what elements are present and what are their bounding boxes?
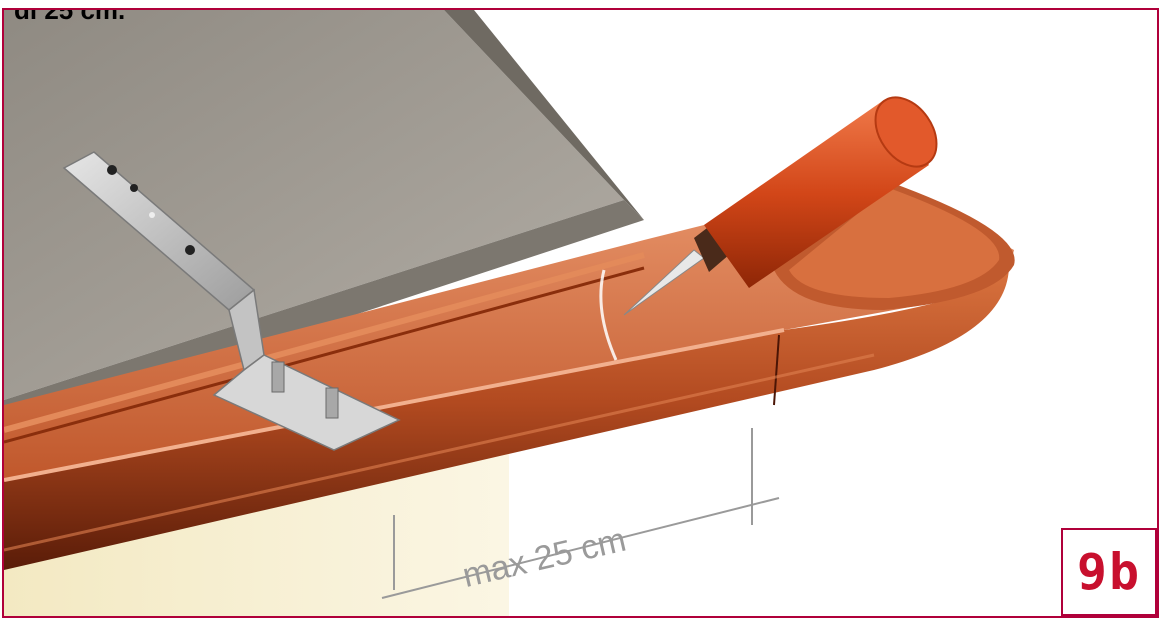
caption-text: di 25 cm. [14, 8, 126, 25]
step-badge: 9b [1061, 528, 1157, 616]
gutter-bracket [62, 151, 401, 451]
gutter-installation-illustration [4, 10, 1015, 616]
sealant-cartridge [623, 96, 938, 316]
illustration-frame: di 25 cm. max 25 cm 9b [2, 8, 1159, 618]
dimension-line [381, 428, 780, 599]
